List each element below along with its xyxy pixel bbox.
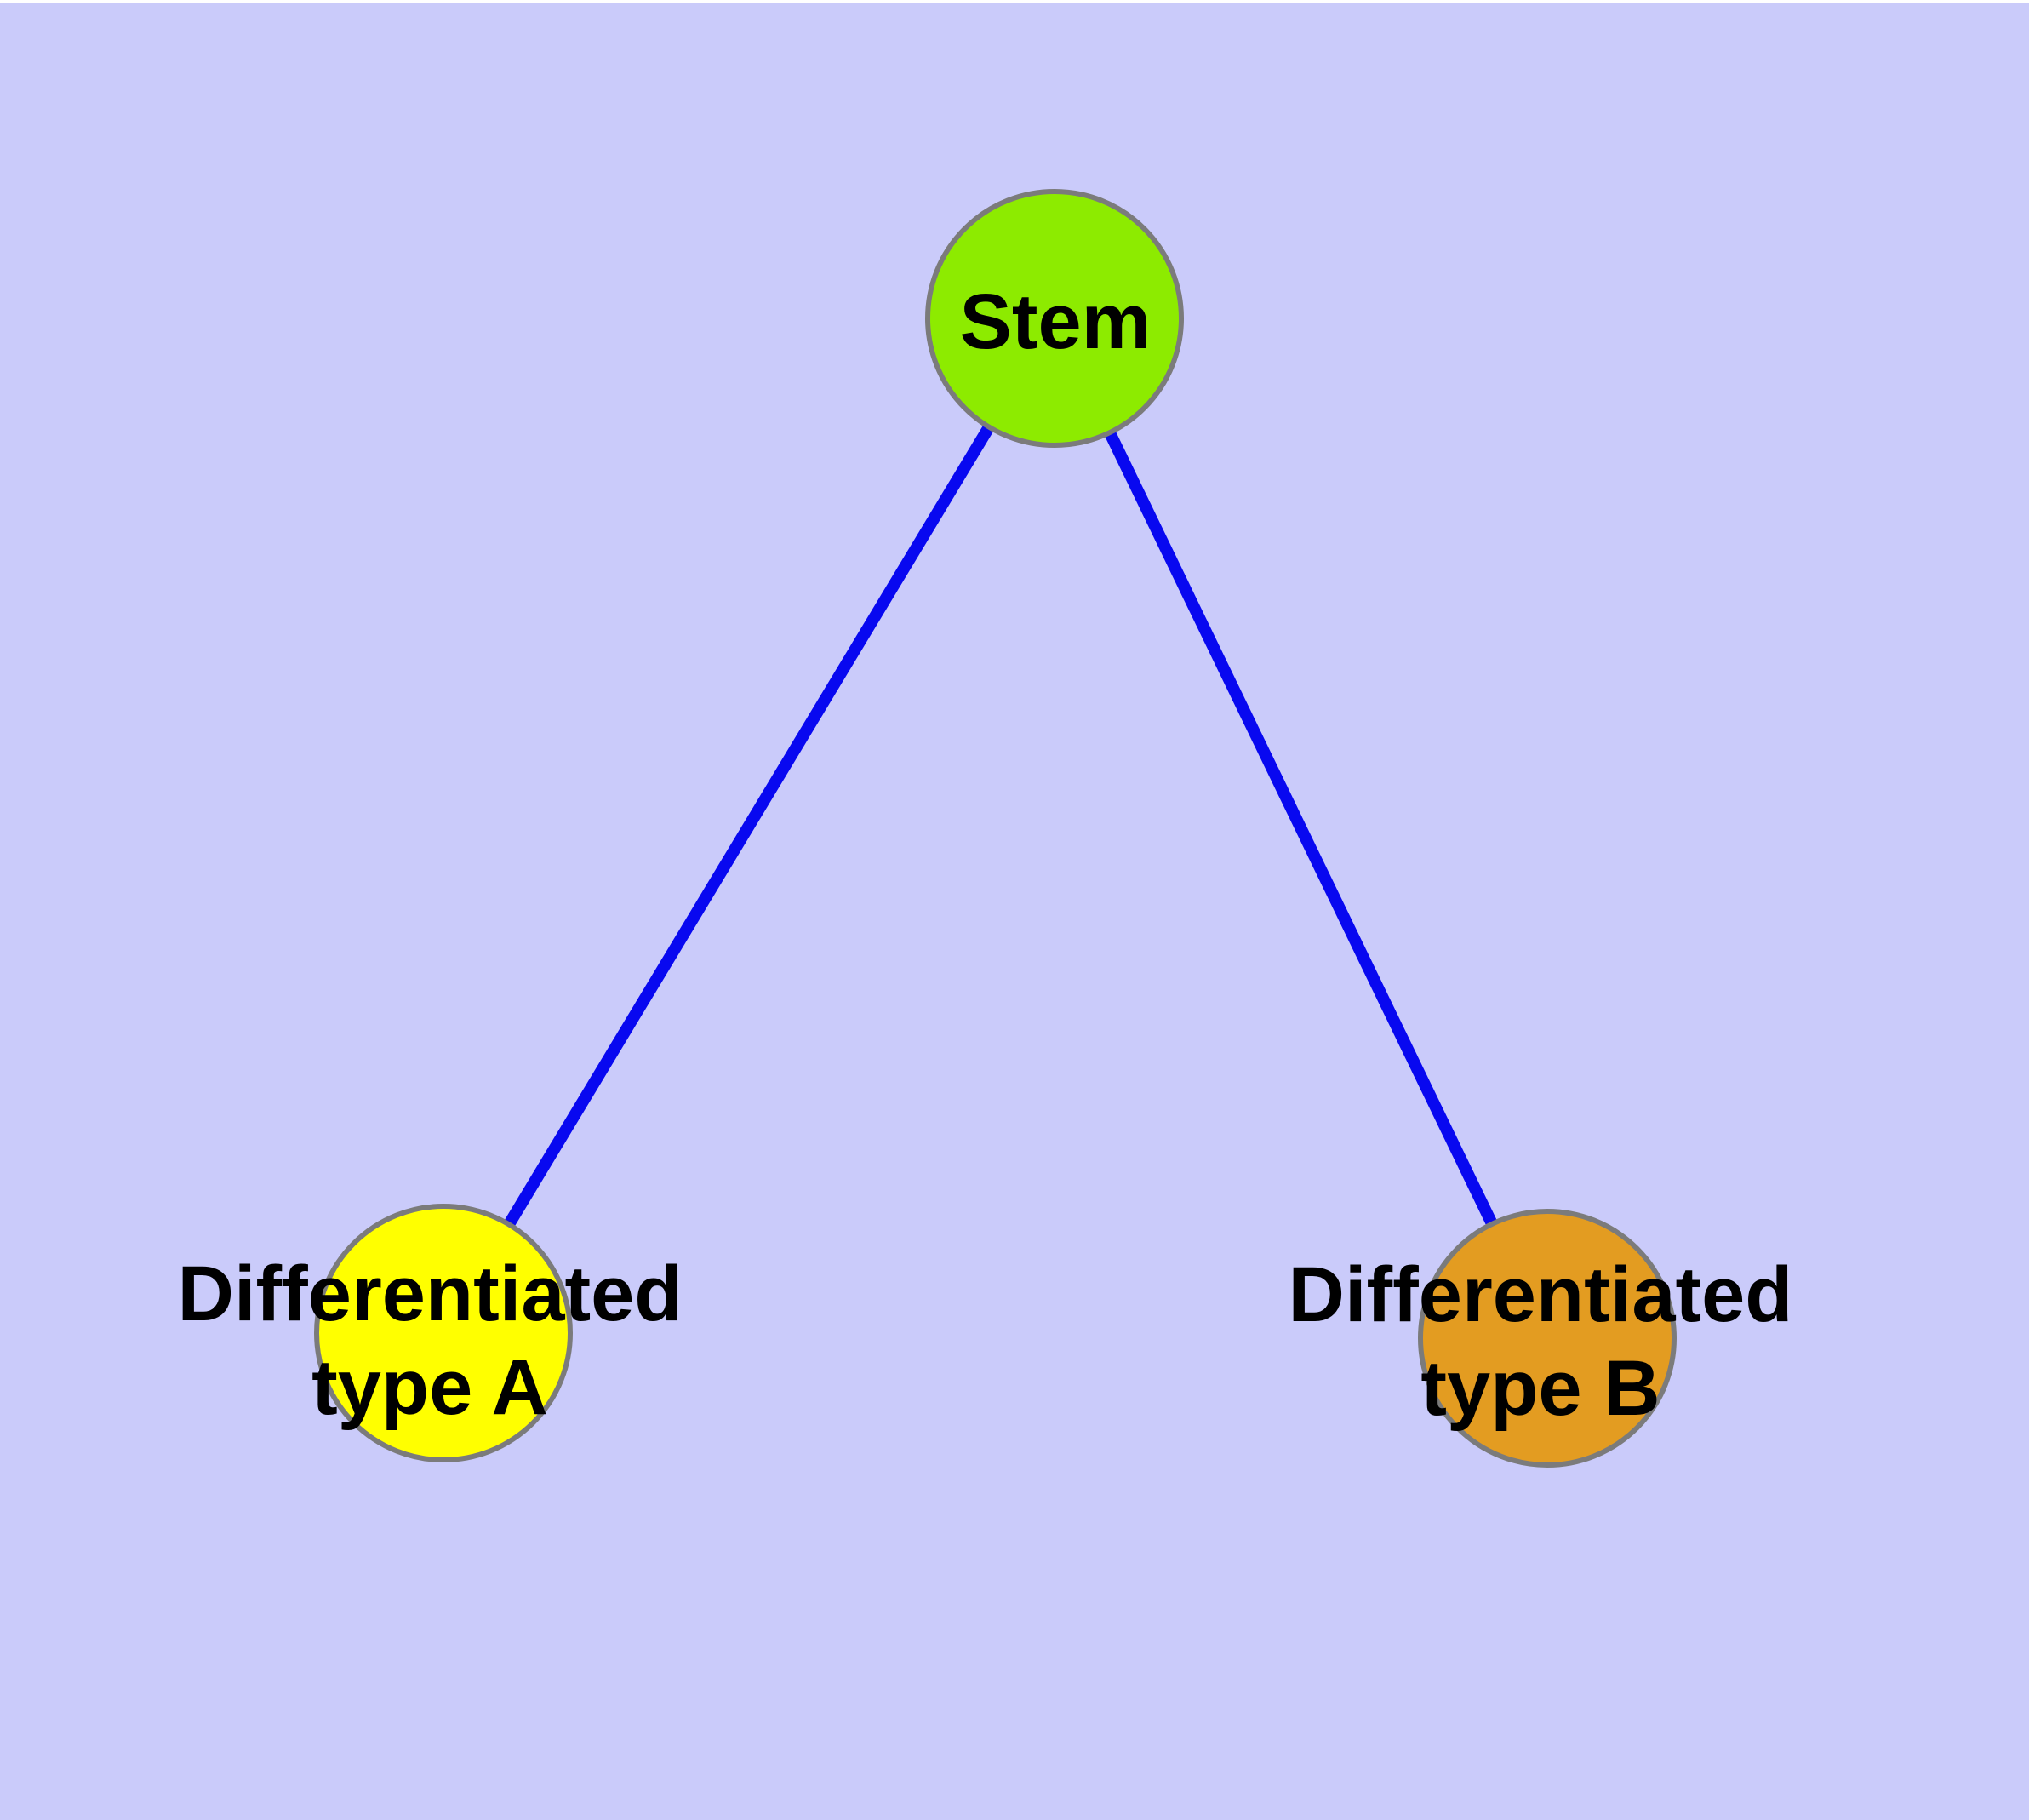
node-label-type-a-line1: Differentiated	[177, 1251, 683, 1337]
node-label-type-a-line2: type A	[311, 1344, 548, 1431]
edge-stem-to-type-a	[438, 315, 1060, 1336]
node-label-type-a: Differentiated type A	[178, 1247, 683, 1434]
node-label-type-b: Differentiated type B	[1289, 1248, 1793, 1435]
edge-stem-to-type-b	[1049, 315, 1553, 1342]
top-edge-strip	[0, 0, 2029, 3]
node-differentiated-type-b	[1418, 1209, 1677, 1468]
node-label-type-b-line2: type B	[1420, 1345, 1660, 1432]
node-label-stem: Stem	[959, 278, 1152, 365]
node-differentiated-type-a	[314, 1204, 573, 1462]
node-stem	[925, 189, 1184, 448]
node-label-type-b-line1: Differentiated	[1288, 1251, 1793, 1338]
